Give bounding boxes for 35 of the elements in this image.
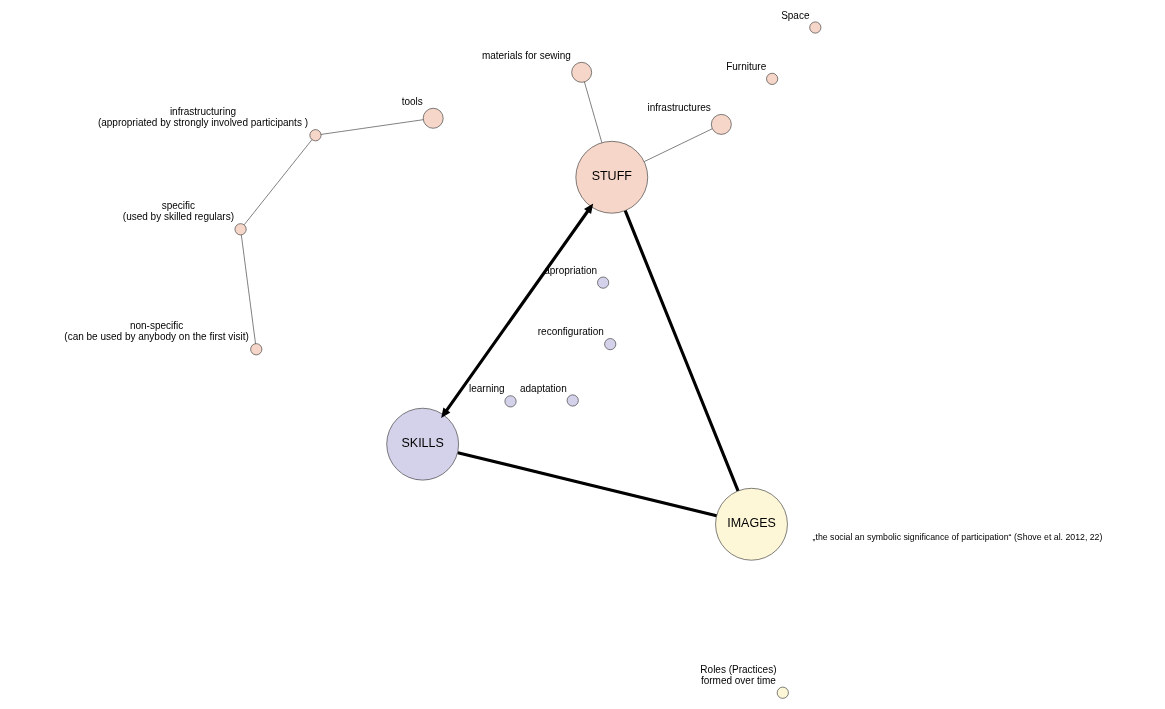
node-label: Space (781, 9, 810, 21)
node-label: non-specific (129, 320, 184, 332)
node-circle (809, 21, 822, 34)
node-circle (597, 276, 610, 289)
node-circle (571, 62, 592, 83)
node-label: learning (468, 383, 505, 395)
node-label: (appropriated by strongly involved participants ) (97, 117, 309, 129)
connector (457, 451, 717, 518)
arrow (441, 203, 594, 419)
node-label: tools (401, 96, 423, 108)
node-circle (504, 395, 517, 408)
node-label: apropriation (544, 264, 598, 276)
connector (623, 210, 740, 492)
node-circle (309, 129, 322, 142)
node-circle: IMAGES (715, 488, 788, 561)
node-label: Furniture (726, 60, 767, 72)
node-circle (604, 338, 617, 351)
node-label: reconfiguration (537, 326, 604, 338)
node-circle (711, 114, 732, 135)
node-label: specific (161, 200, 196, 212)
node-circle (250, 343, 263, 356)
node-circle (566, 394, 579, 407)
node-label: materials for sewing (481, 50, 571, 62)
node-circle (766, 72, 779, 85)
node-circle (776, 686, 789, 699)
label: „the social an symbolic significance of participation“ (Shove et al. 2012, 22) (812, 531, 1103, 542)
node-label: adaptation (520, 382, 567, 394)
node-label: formed over time (700, 674, 776, 686)
node-label: (used by skilled regulars) (122, 211, 234, 223)
node-label: infrastructures (647, 102, 711, 114)
node-label: (can be used by anybody on the first visit) (64, 331, 249, 343)
node-circle (234, 223, 247, 236)
node-label: Roles (Practices) (700, 663, 777, 675)
node-label: infrastructuring (169, 106, 237, 118)
node-circle (422, 107, 444, 129)
